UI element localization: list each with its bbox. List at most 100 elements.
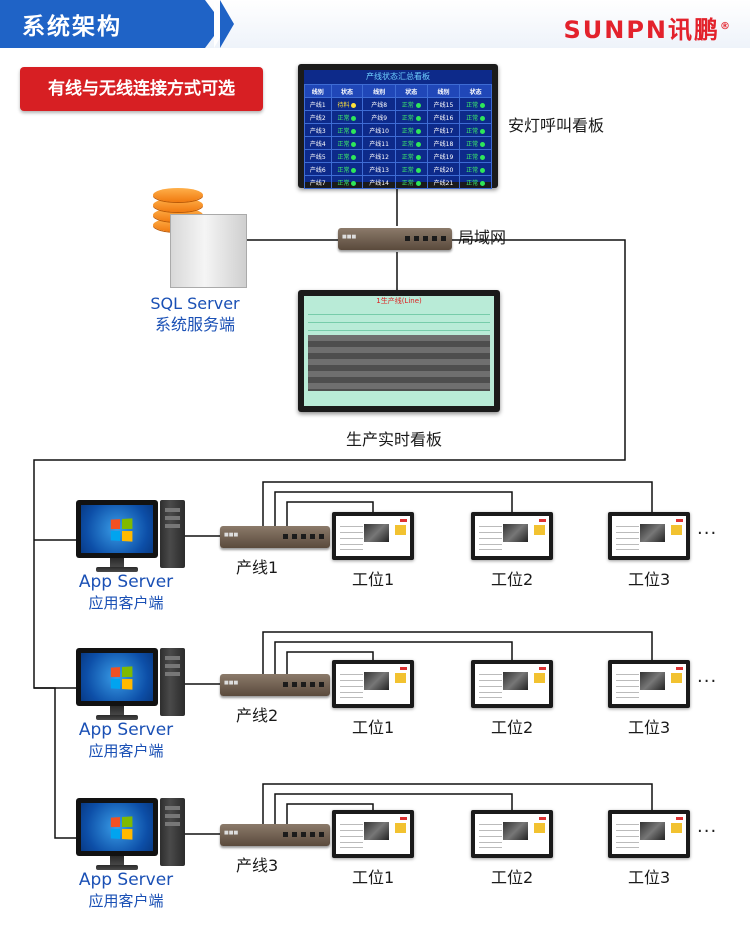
ellipsis-indicator: ...	[697, 816, 718, 837]
andon-header-cell: 状态	[330, 84, 364, 98]
andon-status-cell: 正常	[459, 149, 492, 163]
andon-header-cell: 线别	[304, 84, 332, 98]
andon-line-cell: 产线12	[362, 149, 396, 163]
workstation-monitor	[332, 660, 414, 708]
status-light-icon	[351, 102, 357, 108]
andon-status-cell: 正常	[394, 110, 428, 124]
andon-line-cell: 产线10	[362, 123, 396, 137]
andon-status-cell: 正常	[330, 136, 364, 150]
monitor-base	[96, 567, 138, 572]
app-server-monitor	[76, 648, 158, 706]
monitor-base	[96, 865, 138, 870]
andon-line-cell: 产线9	[362, 110, 396, 124]
andon-header-cell: 状态	[459, 84, 492, 98]
lan-switch: ■■■	[338, 228, 452, 250]
sql-server-icon	[170, 214, 247, 288]
status-light-icon	[480, 128, 486, 134]
app-server-monitor	[76, 500, 158, 558]
switch-brand-mark: ■■■	[342, 234, 357, 240]
station-label: 工位3	[628, 868, 671, 887]
status-light-icon	[351, 167, 357, 173]
status-light-icon	[351, 115, 357, 121]
andon-status-cell: 正常	[459, 110, 492, 124]
station-label: 工位1	[352, 570, 395, 589]
station-label: 工位1	[352, 718, 395, 737]
andon-status-cell: 正常	[459, 136, 492, 150]
production-screen-title: 1生产线(Line)	[376, 297, 422, 305]
andon-status-cell: 正常	[330, 162, 364, 176]
station-label: 工位3	[628, 570, 671, 589]
monitor-stand	[110, 856, 124, 866]
status-light-icon	[415, 115, 421, 121]
status-light-icon	[480, 141, 486, 147]
connection-mode-tag: 有线与无线连接方式可选	[20, 67, 263, 111]
andon-line-cell: 产线6	[304, 162, 332, 176]
andon-header-cell: 状态	[394, 84, 428, 98]
pc-tower-icon	[160, 648, 185, 716]
andon-status-cell: 正常	[330, 123, 364, 137]
station-label: 工位2	[491, 570, 534, 589]
andon-line-cell: 产线4	[304, 136, 332, 150]
monitor-stand	[110, 558, 124, 568]
andon-line-cell: 产线14	[362, 175, 396, 189]
lan-label: 局域网	[458, 228, 507, 247]
status-light-icon	[351, 154, 357, 160]
andon-line-cell: 产线16	[426, 110, 461, 124]
status-light-icon	[351, 180, 357, 186]
station-label: 工位2	[491, 718, 534, 737]
andon-status-cell: 正常	[459, 175, 492, 189]
status-light-icon	[415, 180, 421, 186]
status-light-icon	[351, 128, 357, 134]
status-light-icon	[480, 115, 486, 121]
production-line-label: 产线3	[236, 856, 279, 875]
andon-status-cell: 正常	[394, 136, 428, 150]
windows-logo-icon	[110, 666, 133, 691]
andon-status-cell: 正常	[330, 175, 364, 189]
andon-line-cell: 产线21	[426, 175, 461, 189]
andon-line-cell: 产线13	[362, 162, 396, 176]
windows-logo-icon	[110, 816, 133, 841]
andon-line-cell: 产线17	[426, 123, 461, 137]
status-light-icon	[415, 128, 421, 134]
andon-line-cell: 产线20	[426, 162, 461, 176]
andon-line-cell: 产线18	[426, 136, 461, 150]
andon-status-cell: 正常	[459, 162, 492, 176]
status-light-icon	[415, 154, 421, 160]
andon-board-label: 安灯呼叫看板	[508, 116, 605, 135]
andon-screen-title: 产线状态汇总看板	[366, 72, 430, 81]
header-chevron	[220, 0, 234, 48]
windows-logo-icon	[110, 518, 133, 543]
workstation-monitor	[608, 660, 690, 708]
andon-line-cell: 产线15	[426, 97, 461, 111]
andon-header-cell: 线别	[362, 84, 396, 98]
andon-status-cell: 正常	[330, 110, 364, 124]
andon-status-cell: 正常	[459, 123, 492, 137]
status-light-icon	[480, 102, 486, 108]
station-label: 工位2	[491, 868, 534, 887]
status-light-icon	[480, 167, 486, 173]
andon-line-cell: 产线19	[426, 149, 461, 163]
andon-status-cell: 正常	[394, 97, 428, 111]
sql-server-label: SQL Server 系统服务端	[150, 294, 240, 334]
pc-tower-icon	[160, 500, 185, 568]
andon-status-cell: 正常	[394, 149, 428, 163]
ellipsis-indicator: ...	[697, 666, 718, 687]
ellipsis-indicator: ...	[697, 518, 718, 539]
brand-logo: SUNPN讯鹏®	[563, 16, 732, 44]
page-title: 系统架构	[22, 14, 122, 40]
andon-status-cell: 正常	[394, 162, 428, 176]
andon-status-cell: 正常	[459, 97, 492, 111]
andon-line-cell: 产线8	[362, 97, 396, 111]
andon-status-cell: 正常	[394, 175, 428, 189]
status-light-icon	[480, 180, 486, 186]
